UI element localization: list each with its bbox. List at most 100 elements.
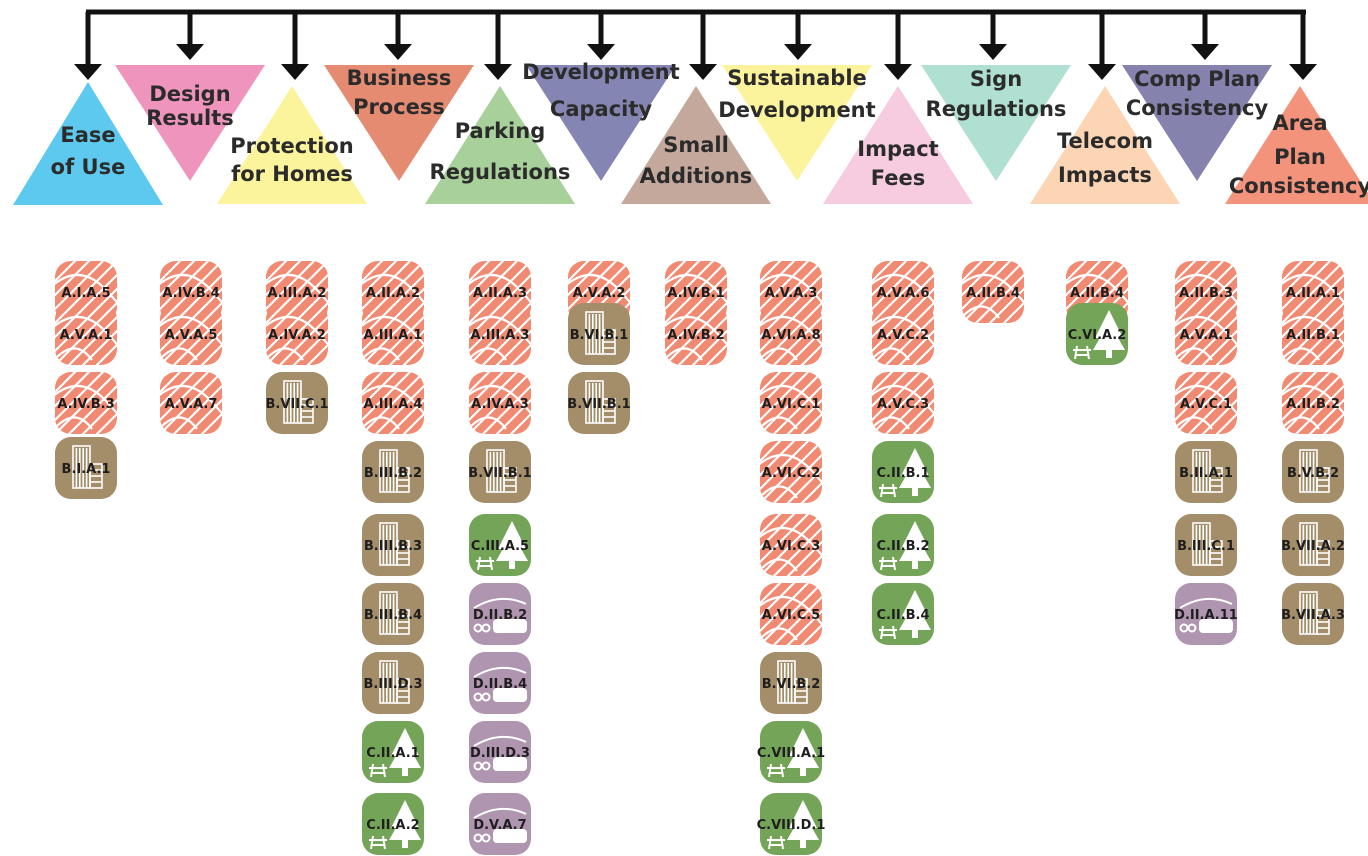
tile-code: A.V.A.1 — [1180, 328, 1233, 343]
category-triangle — [115, 65, 265, 181]
category-label: Sustainable — [727, 66, 867, 90]
tile-code: B.III.B.3 — [364, 539, 422, 554]
category-triangle — [324, 65, 474, 181]
tile-code: A.V.A.6 — [877, 286, 930, 301]
tile-code: C.II.A.2 — [366, 818, 419, 833]
code-tile: A.III.A.1 — [362, 303, 424, 365]
tile-code: A.I.A.5 — [61, 286, 110, 301]
category-label: Development — [522, 60, 679, 84]
code-tile: A.V.A.7 — [160, 372, 222, 434]
tile-code: B.VII.C.1 — [265, 397, 328, 412]
tile-code: B.I.A.1 — [62, 462, 111, 477]
building-icon — [379, 522, 410, 566]
category-label: Impact — [857, 137, 938, 161]
tile-code: C.II.B.4 — [877, 608, 930, 623]
tile-code: A.V.A.1 — [60, 328, 113, 343]
code-tile: B.VII.B.1 — [567, 372, 631, 434]
connector-arrow — [979, 12, 1007, 60]
tile-code: A.IV.B.4 — [162, 286, 219, 301]
tile-code: A.II.B.3 — [1179, 286, 1233, 301]
category-label: Consistency — [1229, 174, 1368, 198]
code-tile: A.V.C.2 — [872, 303, 934, 365]
code-tile: C.II.A.1 — [362, 721, 424, 783]
tile-code: B.VII.B.1 — [567, 397, 630, 412]
code-tile: B.VII.C.1 — [265, 372, 329, 434]
code-tile: B.I.A.1 — [55, 437, 117, 499]
tile-code: B.VII.B.1 — [468, 466, 531, 481]
category-label: Plan — [1274, 145, 1326, 169]
tile-code: A.III.A.1 — [364, 328, 423, 343]
park-tree-icon — [369, 728, 421, 778]
code-tile: A.VI.C.2 — [760, 441, 822, 503]
building-icon — [777, 660, 808, 704]
code-tile: B.VII.A.3 — [1281, 583, 1345, 645]
connector-arrow — [281, 12, 309, 80]
building-icon — [379, 591, 410, 635]
category-triangle — [526, 65, 676, 181]
tile-code: A.IV.A.2 — [268, 328, 326, 343]
category-label: Small — [663, 133, 729, 157]
code-tile: A.VI.A.8 — [760, 303, 822, 365]
category-label: Business — [347, 66, 452, 90]
building-icon — [585, 380, 616, 424]
connector-arrow — [784, 12, 812, 60]
connector-arrow — [689, 12, 717, 80]
building-icon — [1299, 591, 1330, 635]
connector-arrow — [176, 12, 204, 60]
tile-code: A.III.A.4 — [364, 397, 423, 412]
connector-arrow — [1289, 12, 1317, 80]
tile-code: A.V.C.3 — [877, 397, 929, 412]
category-label: for Homes — [231, 162, 353, 186]
tile-code: C.II.B.2 — [877, 539, 930, 554]
streets-map-icon — [1175, 303, 1237, 365]
building-icon — [585, 311, 616, 355]
building-icon — [1299, 522, 1330, 566]
tile-code: B.III.C.1 — [1177, 539, 1235, 554]
park-tree-icon — [767, 728, 819, 778]
code-tile: A.VI.C.1 — [760, 372, 822, 434]
category-label: Parking — [455, 119, 546, 143]
category-label: Regulations — [926, 97, 1067, 121]
code-tile: A.II.B.2 — [1282, 372, 1344, 434]
tile-code: D.II.A.11 — [1174, 608, 1238, 623]
code-tile: C.VIII.D.1 — [757, 793, 825, 855]
transit-icon — [473, 735, 527, 771]
category-triangle — [13, 82, 163, 205]
streets-map-icon — [760, 441, 822, 503]
category-triangle — [823, 86, 973, 204]
category-label: Comp Plan — [1134, 67, 1260, 91]
tile-code: A.IV.B.2 — [667, 328, 724, 343]
connector-arrow — [587, 12, 615, 60]
code-tile: A.V.C.3 — [872, 372, 934, 434]
category-triangle — [921, 65, 1071, 181]
transit-icon — [473, 807, 527, 843]
category-triangle — [722, 65, 872, 181]
streets-map-icon — [469, 303, 531, 365]
code-tile: A.V.C.1 — [1175, 372, 1237, 434]
tile-code: B.VI.B.1 — [570, 328, 629, 343]
tile-code: A.V.C.1 — [1180, 397, 1232, 412]
tile-code: B.II.A.1 — [1179, 466, 1233, 481]
building-icon — [1192, 522, 1223, 566]
category-label: Process — [353, 95, 445, 119]
tile-code: C.II.A.1 — [366, 746, 419, 761]
code-tile: C.II.A.2 — [362, 793, 424, 855]
code-tile: C.II.B.4 — [872, 583, 934, 645]
code-tile: A.III.A.4 — [362, 372, 424, 434]
tile-code: B.III.B.2 — [364, 466, 422, 481]
category-label: Area — [1272, 111, 1327, 135]
connector-arrow — [484, 12, 512, 80]
code-tile: C.II.B.2 — [872, 514, 934, 576]
category-triangle — [1122, 65, 1272, 181]
code-tile: B.V.B.2 — [1282, 441, 1344, 503]
category-triangle — [425, 86, 575, 204]
category-label: of Use — [51, 155, 126, 179]
tile-code: A.VI.C.3 — [762, 539, 821, 554]
park-tree-icon — [369, 800, 421, 850]
category-label: Fees — [871, 166, 925, 190]
